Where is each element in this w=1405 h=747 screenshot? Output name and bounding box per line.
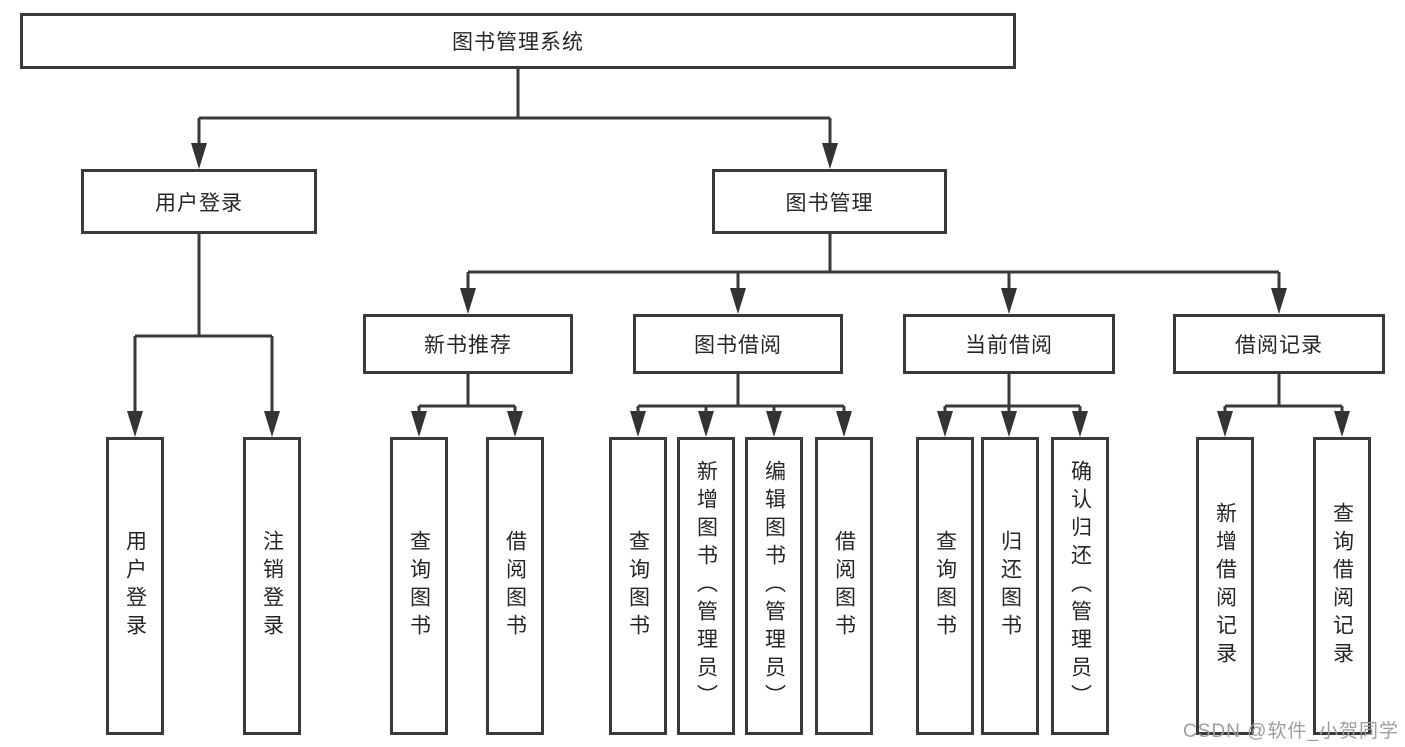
arrowhead (822, 143, 838, 169)
watermark: CSDN @软件_小贺同学 (1183, 721, 1399, 742)
arrowhead (507, 411, 523, 437)
node-current-borrow: 当前借阅 (903, 314, 1115, 374)
node-library-system: 图书管理系统 (20, 13, 1016, 69)
node-new-book-recommend: 新书推荐 (363, 314, 573, 374)
node-leaf-add-books-admin: 新增图书（管理员） (677, 437, 735, 735)
arrowhead (127, 411, 143, 437)
arrowhead (698, 411, 714, 437)
arrowhead (460, 288, 476, 314)
node-leaf-query-books-borrow: 查询图书 (609, 437, 667, 735)
arrowhead (836, 411, 852, 437)
node-leaf-query-books-recommend: 查询图书 (390, 437, 448, 735)
connector-user-login-to-leaves (127, 234, 280, 437)
arrowhead (1334, 411, 1350, 437)
node-borrow-records: 借阅记录 (1173, 314, 1385, 374)
arrowhead (630, 411, 646, 437)
arrowhead (1001, 411, 1017, 437)
arrowhead (1217, 411, 1233, 437)
arrowhead (730, 288, 746, 314)
node-leaf-return-books: 归还图书 (981, 437, 1039, 735)
node-leaf-query-borrow-record: 查询借阅记录 (1313, 437, 1371, 735)
arrowhead (1001, 288, 1017, 314)
connector-borrow-records-to-leaves (1217, 374, 1350, 437)
node-user-login: 用户登录 (81, 169, 317, 234)
arrowhead (1072, 411, 1088, 437)
arrowhead (937, 411, 953, 437)
connector-current-borrow-to-leaves (937, 374, 1088, 437)
connector-root-to-level2 (191, 69, 838, 169)
connector-new-book-to-leaves (411, 374, 523, 437)
node-leaf-confirm-return-admin: 确认归还（管理员） (1051, 437, 1109, 735)
node-leaf-logout: 注销登录 (243, 437, 301, 735)
arrowhead (264, 411, 280, 437)
node-leaf-query-books-current: 查询图书 (916, 437, 974, 735)
arrowhead (1271, 288, 1287, 314)
node-book-management: 图书管理 (712, 169, 947, 234)
connector-book-borrow-to-leaves (630, 374, 852, 437)
node-leaf-borrow-books-recommend: 借阅图书 (486, 437, 544, 735)
arrowhead (766, 411, 782, 437)
arrowhead (411, 411, 427, 437)
arrowhead (191, 143, 207, 169)
node-leaf-user-login: 用户登录 (106, 437, 164, 735)
connector-book-management-to-level3 (460, 234, 1287, 314)
node-leaf-add-borrow-record: 新增借阅记录 (1196, 437, 1254, 735)
node-leaf-borrow-books: 借阅图书 (815, 437, 873, 735)
node-book-borrow: 图书借阅 (633, 314, 843, 374)
node-leaf-edit-books-admin: 编辑图书（管理员） (745, 437, 803, 735)
